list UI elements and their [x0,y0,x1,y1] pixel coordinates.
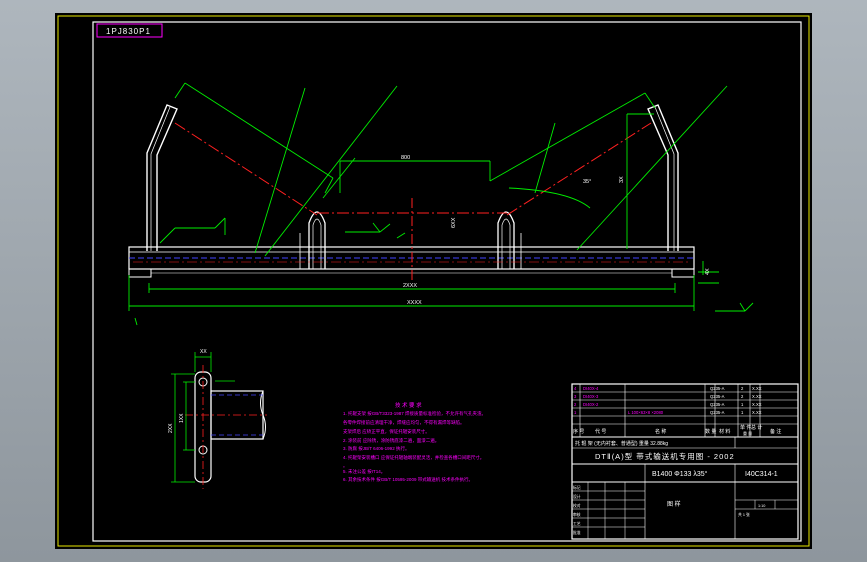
part-weight: X.XX [752,386,762,391]
title-block: 4 DI40X-4 Q235-A 2 X.XX 3 DI40X-3 Q235-A… [571,383,799,540]
note-line: 1. 托辊支架 按GB/T3323-1987 焊接质量标准检验，不允许有气孔夹渣… [343,410,486,417]
header-name: 名 称 [655,428,666,435]
drawing-label: 图 样 [667,500,681,508]
rev-row: 批准 [573,530,581,535]
header-code: 代 号 [595,428,606,435]
spec-text: B1400 Φ133 λ35° [652,470,708,478]
detail-dim-left: 2XX [168,423,174,433]
scale-text: 1:10 [758,504,765,508]
detail-dim-top: XX [200,349,207,355]
header-remark: 备 注 [770,428,781,435]
part-material: Q235-A [710,386,725,391]
header-total: 总 计 [751,424,762,431]
part-code: DI40X-3 [583,394,599,399]
part-material: Q235-A [710,410,725,415]
part-weight: X.XX [752,402,762,407]
part-no: 3 [574,394,577,399]
note-line: 5. 未注公差 按IT14。 [343,468,385,475]
part-qty: 2 [741,394,744,399]
part-weight: X.XX [752,394,762,399]
detail-dim-left2: 1XX [179,413,185,423]
front-view: 800 6XX 3X 35° 2XXX XXXX 4X [128,82,754,326]
note-line: 2. 涂装前 应除锈，涂防锈底漆二遍，面漆二遍。 [343,437,439,444]
header-single: 单 件 [740,424,751,431]
rev-row: 标记 [573,485,581,490]
series-title: DTⅡ(A)型 带式输送机专用图 - 2002 [595,451,735,461]
dim-angle: 35° [583,179,591,185]
right-wing-bracket [647,104,679,251]
part-qty: 1 [741,402,744,407]
code-text: I40C314-1 [745,471,778,478]
note-line: 。 [343,463,348,468]
header-no: 序 号 [573,428,584,435]
part-name: L 100×63×8 ×2080 [628,410,664,415]
part-code: DI40X-4 [583,386,599,391]
part-no: 1 [574,410,577,415]
header-weight: 重 量 [743,430,752,436]
drawing-number-text: 1PJ830P1 [106,27,151,36]
drawing-number-box: 1PJ830P1 [96,23,163,38]
left-wing-bracket [146,104,178,251]
dim-overall: XXXX [407,300,422,306]
center-left-post [308,211,326,269]
cad-drawing: 1PJ830P1 [57,15,810,547]
cad-canvas: 1PJ830P1 [55,13,812,549]
rev-row: 设计 [573,494,581,499]
note-line: 3. 防腐 按JB/T 6406-1992 执行。 [343,445,409,452]
part-no: 2 [574,402,577,407]
header-material: 材 料 [719,428,730,435]
note-line: 4. 托辊架安装槽口 应保证托辊轴端装配灵活，并检查各槽口间距尺寸。 [343,454,484,461]
sheet-outer-border [57,15,810,547]
left-roller-axis [174,122,318,216]
assembly-label-row: 托 辊 架 (无内衬套、普通型) 重量 32.88kg [575,440,668,447]
note-line: 各零件焊接前应清理干净，焊缝应均匀，不得有漏焊等缺陷。 [343,419,465,426]
sheet-text: 共 1 张 [738,512,750,517]
dimension-lines [128,82,754,326]
part-material: Q235-A [710,402,725,407]
part-code: DI40X-2 [583,402,599,407]
dim-inner-gap: 6XX [451,217,457,228]
part-no: 4 [574,386,577,391]
note-line: 6. 其余技术条件 按GB/T 10595-2009 带式输送机 技术条件执行。 [343,476,473,483]
part-qty: 1 [741,410,744,415]
sheet-inner-border [92,21,802,542]
rev-row: 校对 [573,503,581,508]
rev-row: 工艺 [573,521,581,526]
part-material: Q235-A [710,394,725,399]
detail-view: XX 2XX 1XX [168,349,267,489]
dim-top-span: 800 [401,155,410,161]
dim-small-side: 4X [705,268,711,275]
note-line: 支架焊后 应矫正平直，保证托辊安装尺寸。 [343,428,430,435]
center-right-post [497,211,515,269]
rev-row: 审核 [573,512,581,517]
part-qty: 2 [741,386,744,391]
technical-notes: 技 术 要 求 1. 托辊支架 按GB/T3323-1987 焊接质量标准检验，… [343,401,486,483]
part-weight: X.XX [752,410,762,415]
dim-overall-inner: 2XXX [403,283,417,289]
notes-title: 技 术 要 求 [395,401,422,409]
dim-height-right: 3X [619,176,625,183]
header-qty: 数 量 [705,428,716,435]
